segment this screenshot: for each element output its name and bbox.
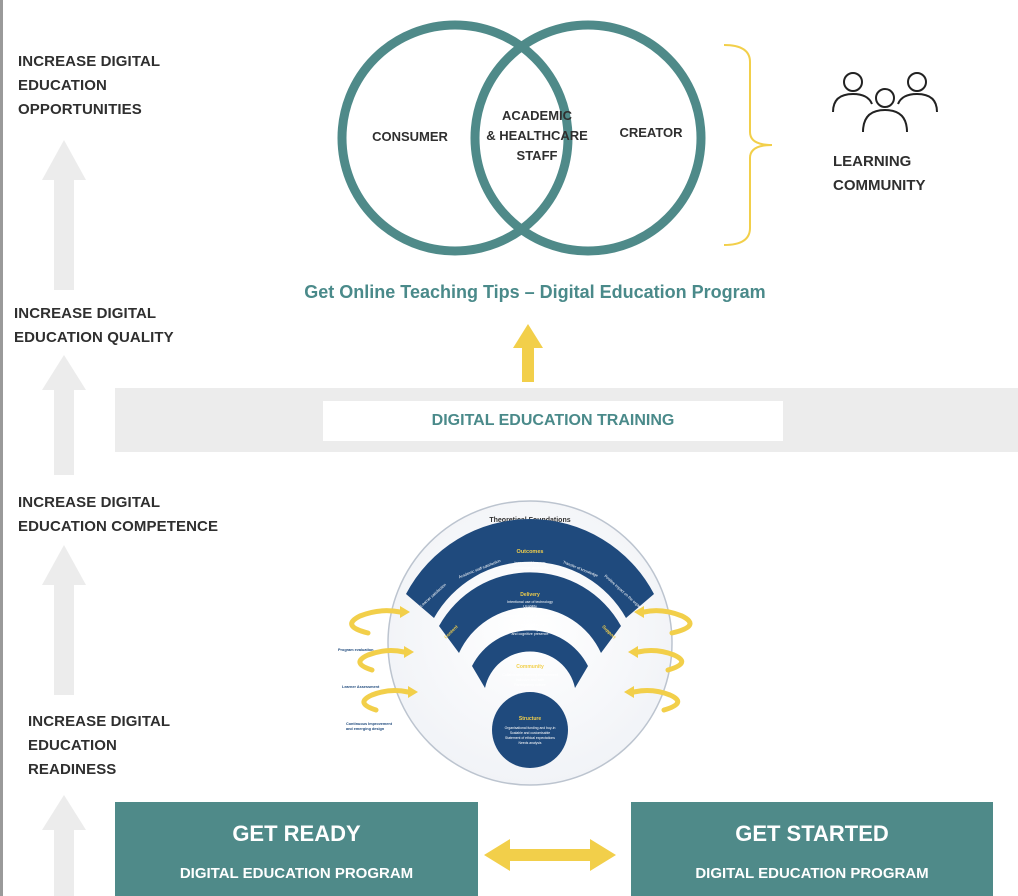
venn-circle-creator — [470, 20, 706, 256]
venn-label-creator: CREATOR — [619, 125, 683, 140]
structure-line: Needs analysis — [519, 741, 542, 745]
community-line: Collaborative learning environment — [502, 673, 558, 677]
side-label-learner-assessment: Learner Assessment — [342, 685, 380, 689]
delivery-line: Incorporates pedagogical strategies — [502, 614, 559, 618]
up-arrow-3 — [42, 545, 86, 695]
left-rule — [0, 0, 3, 896]
up-arrow-4 — [42, 795, 86, 896]
venn-diagram — [337, 20, 706, 256]
double-arrow-icon — [484, 839, 616, 871]
delivery-heading: Delivery — [520, 592, 540, 598]
up-arrow-2 — [42, 355, 86, 475]
side-label-continuous-line: and emerging design — [346, 727, 385, 731]
venn-circle-consumer — [337, 20, 573, 256]
delivery-lines: Intentional use of technologyUsabilityAc… — [502, 600, 559, 636]
delivery-line: Accessibility — [520, 609, 540, 613]
swirl-head-r3 — [624, 686, 634, 698]
side-label-continuous-line: Continuous Improvement — [346, 722, 393, 726]
stage-label-readiness: INCREASE DIGITAL EDUCATION READINESS — [28, 713, 171, 778]
delivery-line: Promotes reflection — [515, 623, 546, 627]
swirl-arrow-right-1 — [641, 608, 693, 636]
stage-label-opportunities: INCREASE DIGITAL EDUCATION OPPORTUNITIES — [18, 53, 161, 118]
side-label-program-evaluation: Program evaluation — [338, 648, 374, 652]
outcomes-center-1: Increased learner — [514, 560, 546, 565]
people-group-icon — [832, 72, 938, 133]
venn-label-consumer: CONSUMER — [372, 129, 448, 144]
swirl-head-l2 — [404, 646, 414, 658]
swirl-head-r1 — [634, 606, 644, 618]
outcomes-center-2: knowledge and skills — [512, 565, 549, 570]
delivery-line: Intentional use of technology — [507, 600, 553, 604]
community-line: Inclusive and safe — [516, 678, 545, 682]
community-line: Participatory culture — [514, 683, 546, 687]
get-ready-title: GET READY — [232, 820, 361, 846]
learning-community-label: LEARNING COMMUNITY — [833, 153, 926, 194]
delivery-arc — [439, 572, 621, 653]
delivery-line: Facilitate teaching, social, — [509, 628, 550, 632]
community-brace — [723, 44, 773, 246]
swirl-arrow-right-2 — [635, 648, 685, 673]
get-started-title: GET STARTED — [735, 820, 889, 846]
online-program-title: Get Online Teaching Tips – Digital Educa… — [304, 282, 766, 302]
outcomes-heading: Outcomes — [517, 549, 544, 555]
swirl-head-l1 — [400, 606, 410, 618]
structure-heading: Structure — [519, 716, 541, 722]
community-heading: Community — [516, 664, 544, 670]
stage-label-competence: INCREASE DIGITAL EDUCATION COMPETENCE — [18, 494, 219, 535]
swirl-head-r2 — [628, 646, 638, 658]
delivery-line: Usability — [523, 605, 537, 609]
delivery-line: Engaging and interactive — [510, 618, 550, 622]
venn-label-center: ACADEMIC & HEALTHCARE STAFF — [486, 108, 588, 163]
structure-lines: Organisational funding and buy-inScalabl… — [505, 726, 556, 745]
community-lines: Collaborative learning environmentInclus… — [502, 673, 558, 687]
get-started-subtitle: DIGITAL EDUCATION PROGRAM — [695, 864, 929, 882]
community-arc — [472, 630, 588, 688]
theoretical-foundations-diagram: Theoretical Foundations Outcomes Increas… — [338, 500, 693, 786]
delivery-line: and cognitive presence — [512, 632, 549, 636]
yellow-up-arrow — [513, 324, 543, 382]
up-arrow-1 — [42, 140, 86, 290]
structure-circle — [492, 692, 568, 768]
structure-line: Statement of ethical expectations — [505, 736, 555, 740]
swirl-arrow-left-1 — [349, 608, 403, 636]
swirl-arrow-left-2 — [357, 648, 407, 673]
get-started-box: GET STARTED DIGITAL EDUCATION PROGRAM — [631, 802, 993, 896]
training-band-label: DIGITAL EDUCATION TRAINING — [323, 401, 783, 441]
swirl-arrow-right-3 — [631, 688, 681, 713]
swirl-head-l3 — [408, 686, 418, 698]
outcomes-arc — [406, 518, 654, 618]
swirl-arrow-left-3 — [361, 688, 411, 713]
structure-line: Scalable and customisable — [510, 731, 550, 735]
get-ready-box: GET READY DIGITAL EDUCATION PROGRAM — [115, 802, 478, 896]
stage-label-quality: INCREASE DIGITAL EDUCATION QUALITY — [14, 305, 174, 346]
get-ready-subtitle: DIGITAL EDUCATION PROGRAM — [179, 864, 414, 882]
structure-line: Organisational funding and buy-in — [505, 726, 556, 730]
